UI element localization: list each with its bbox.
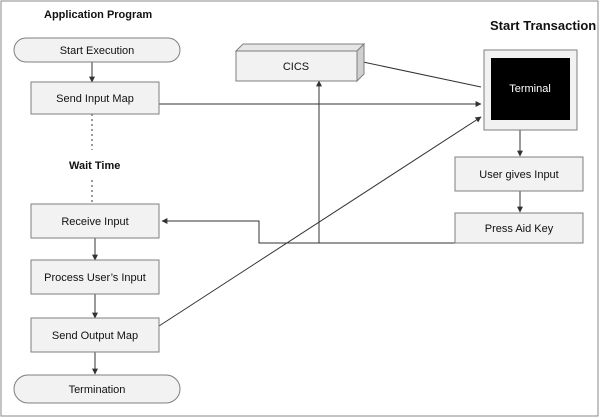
node-press-aid-key-label: Press Aid Key <box>485 223 554 235</box>
node-send-input-map: Send Input Map <box>30 81 160 115</box>
node-user-gives-input-label: User gives Input <box>479 169 558 181</box>
node-cics-label: CICS <box>283 61 309 73</box>
node-start-execution: Start Execution <box>13 37 181 63</box>
edge-send-output-to-terminal <box>158 116 482 327</box>
node-cics: CICS <box>234 42 366 83</box>
node-send-output-map-label: Send Output Map <box>52 330 138 342</box>
node-user-gives-input: User gives Input <box>454 156 584 192</box>
node-start-execution-label: Start Execution <box>60 45 135 57</box>
node-process-users-input: Process User’s Input <box>30 259 160 295</box>
heading-wait-time: Wait Time <box>69 160 120 172</box>
node-process-users-input-label: Process User’s Input <box>44 272 146 284</box>
node-receive-input-label: Receive Input <box>61 216 128 228</box>
node-send-output-map: Send Output Map <box>30 317 160 353</box>
node-press-aid-key: Press Aid Key <box>454 212 584 244</box>
node-receive-input: Receive Input <box>30 203 160 239</box>
node-terminal: Terminal <box>483 49 578 131</box>
node-send-input-map-label: Send Input Map <box>56 93 134 105</box>
heading-start-transaction: Start Transaction <box>490 18 596 33</box>
node-terminal-label: Terminal <box>509 83 551 95</box>
edge-aid-key-to-receive-input <box>161 218 455 244</box>
heading-application-program: Application Program <box>44 9 152 21</box>
edge-cics-to-terminal <box>362 61 482 88</box>
node-termination: Termination <box>13 374 181 404</box>
node-termination-label: Termination <box>69 384 126 396</box>
terminal-screen <box>491 58 570 120</box>
